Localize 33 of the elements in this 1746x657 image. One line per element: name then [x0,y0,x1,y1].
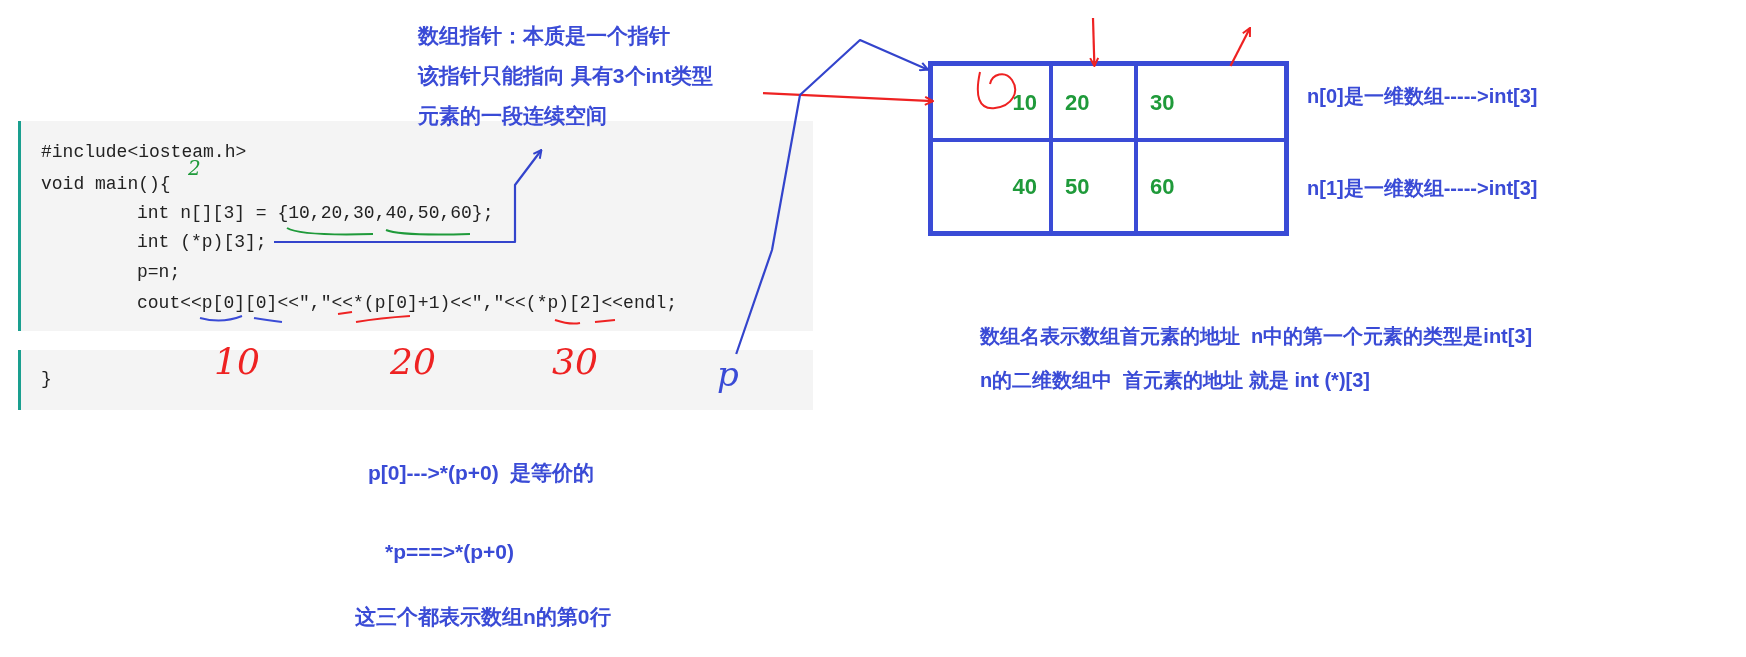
handwritten-letter: p [717,354,747,396]
array-cell: 30 [1138,66,1284,142]
note-text: *p===>*(p+0) [385,541,514,562]
arrow [735,38,929,355]
array-cell: 20 [1053,66,1138,142]
arrow [762,92,934,106]
note-text: n的二维数组中 首元素的地址 就是 int (*)[3] [980,370,1370,390]
note-text: 元素的一段连续空间 [418,103,608,129]
handwritten-number: 20 [390,344,436,380]
code-line: cout<<p[0][0]<<","<<*(p[0]+1)<<","<<(*p)[2]<<endl; [137,288,707,318]
arrow [1089,17,1100,67]
arrow [274,149,543,244]
array-cell: 40 [933,142,1053,231]
array-cell: 10 [933,66,1053,142]
code-line: int (*p)[3]; [137,227,277,257]
note-text: 数组名表示数组首元素的地址 n中的第一个元素的类型是int[3] [980,326,1533,346]
handwritten-number: 2 [188,158,201,178]
handwritten-number: 30 [552,344,598,380]
row-note: n[0]是一维数组----->int[3] [1307,86,1538,106]
handwritten-number: 10 [214,344,260,380]
array-cell: 50 [1053,142,1138,231]
code-line: int n[][3] = {10,20,30,40,50,60}; [137,198,517,228]
note-text: p[0]--->*(p+0) 是等价的 [368,462,595,483]
note-text: 这三个都表示数组n的第0行 [355,606,611,627]
note-text: 该指针只能指向 具有3个int类型 [418,63,715,89]
note-text: 数组指针：本质是一个指针 [418,23,671,49]
arrow [1229,27,1251,67]
row-note: n[1]是一维数组----->int[3] [1307,178,1538,198]
code-line: void main(){ [41,169,181,199]
code-line: } [41,368,52,391]
array-cell: 60 [1138,142,1284,231]
array-grid [928,61,1289,236]
code-line: p=n; [137,257,197,287]
